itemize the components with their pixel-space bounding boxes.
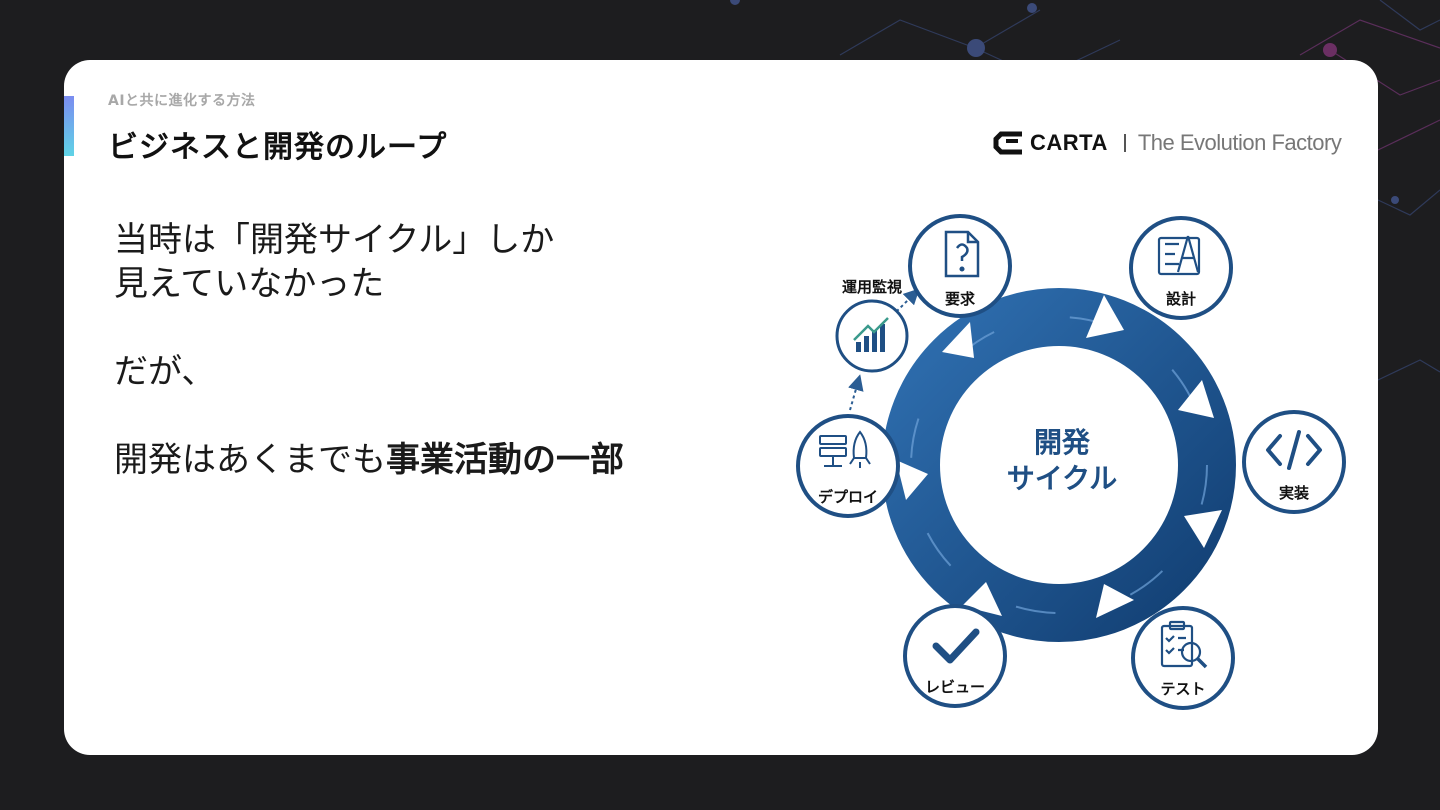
body-line-2: 見えていなかった [114, 264, 385, 304]
slide-title: ビジネスと開発のループ [108, 130, 448, 165]
node-deploy: デプロイ [796, 414, 900, 518]
body-line-4-emphasis: 事業活動の一部 [386, 440, 624, 480]
node-operations: 運用監視 [835, 278, 909, 373]
node-review: レビュー [903, 604, 1007, 708]
bar-chart-growth-icon [853, 317, 889, 352]
blueprint-compass-icon [1157, 235, 1201, 276]
node-requirements-label: 要求 [945, 290, 976, 308]
cycle-center-title: 開発 [1034, 426, 1091, 459]
body-message: 当時は「開発サイクル」しか 見えていなかった だが、 開発はあくまでも事業活動の… [114, 218, 624, 482]
server-rocket-icon [819, 430, 871, 468]
brand-name: CARTA [1030, 130, 1108, 155]
brand-separator [1123, 134, 1126, 152]
brand-tagline: The Evolution Factory [1137, 130, 1342, 155]
brand-logo: CARTA The Evolution Factory [992, 126, 1342, 160]
node-review-label: レビュー [925, 678, 985, 696]
slide-card: AIと共に進化する方法 ビジネスと開発のループ CARTA The Evolut… [64, 60, 1378, 755]
cycle-center-subtitle: サイクル [1007, 462, 1118, 495]
code-brackets-icon [1266, 430, 1322, 470]
node-operations-label: 運用監視 [842, 278, 902, 296]
node-design: 設計 [1129, 216, 1233, 320]
node-test-label: テスト [1160, 680, 1205, 698]
body-line-1: 当時は「開発サイクル」しか [114, 220, 555, 260]
clipboard-magnifier-icon [1160, 620, 1208, 669]
node-design-label: 設計 [1166, 290, 1196, 308]
carta-logo-icon [993, 131, 1022, 155]
slide-eyebrow: AIと共に進化する方法 [108, 93, 256, 109]
body-line-4: 開発はあくまでも事業活動の一部 [114, 438, 624, 482]
node-deploy-label: デプロイ [818, 488, 878, 506]
body-line-4-normal: 開発はあくまでも [114, 440, 386, 480]
node-requirements: 要求 [908, 214, 1012, 318]
node-test: テスト [1131, 606, 1235, 710]
document-question-icon [944, 230, 980, 278]
deploy-to-ops-connector [848, 374, 864, 411]
body-line-3: だが、 [114, 352, 216, 392]
development-cycle-diagram: 開発 サイクル 要求 設計 [796, 214, 1346, 710]
node-implementation: 実装 [1242, 410, 1346, 514]
checkmark-icon [932, 628, 980, 664]
title-accent-bar [64, 96, 74, 156]
node-implementation-label: 実装 [1279, 484, 1310, 502]
